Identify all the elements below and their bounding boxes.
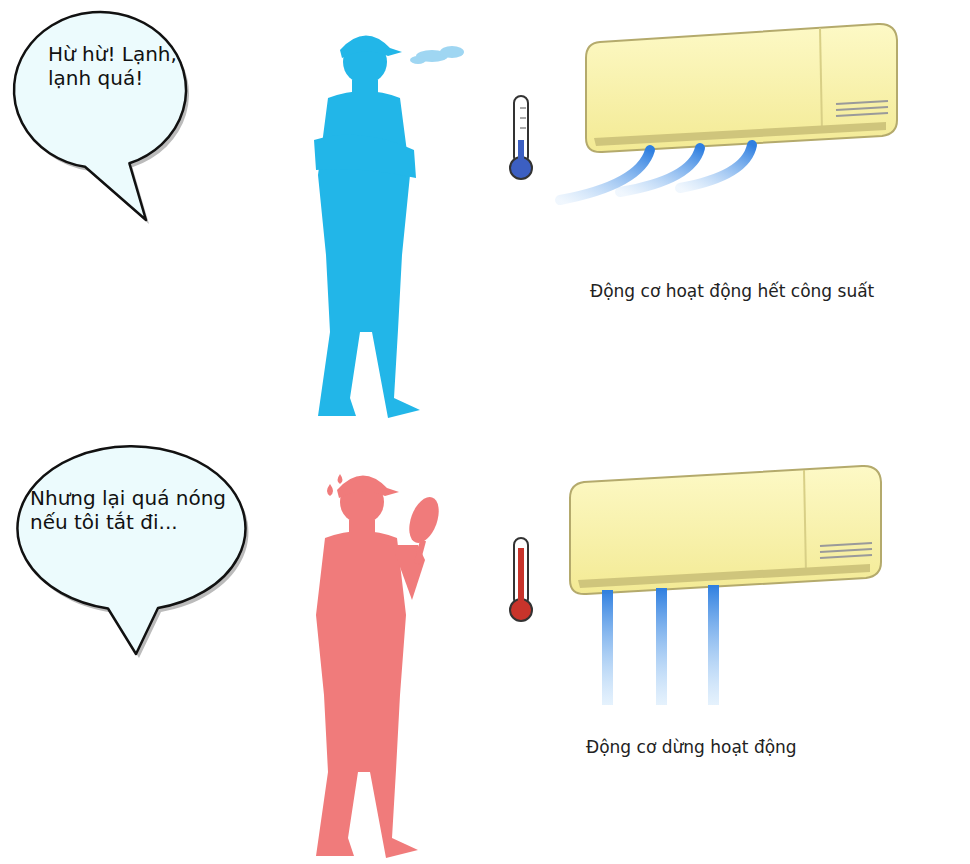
bubble-shape [14,12,186,220]
breath-puff [410,46,464,64]
bubble-outline [8,442,253,657]
cold-person [314,35,420,418]
speech-bubble: Hừ hừ! Lạnh, lạnh quá! [8,8,198,223]
bubble-text: Nhưng lại quá nóng nếu tôi tắt đi... [30,486,235,534]
motor-caption: Động cơ hoạt động hết công suất [590,280,874,302]
bubble-shape [17,446,245,654]
bubble-text: Hừ hừ! Lạnh, lạnh quá! [48,42,183,90]
air-conditioner-off [570,466,881,705]
hot-person [316,475,444,858]
hot-thermometer [510,538,532,621]
air-conditioner-on [560,24,897,200]
sweat-drops [327,474,343,496]
motor-caption: Động cơ dừng hoạt động [586,736,797,758]
cold-thermometer [510,96,532,179]
speech-bubble: Nhưng lại quá nóng nếu tôi tắt đi... [8,442,253,657]
bubble-outline [8,8,198,223]
